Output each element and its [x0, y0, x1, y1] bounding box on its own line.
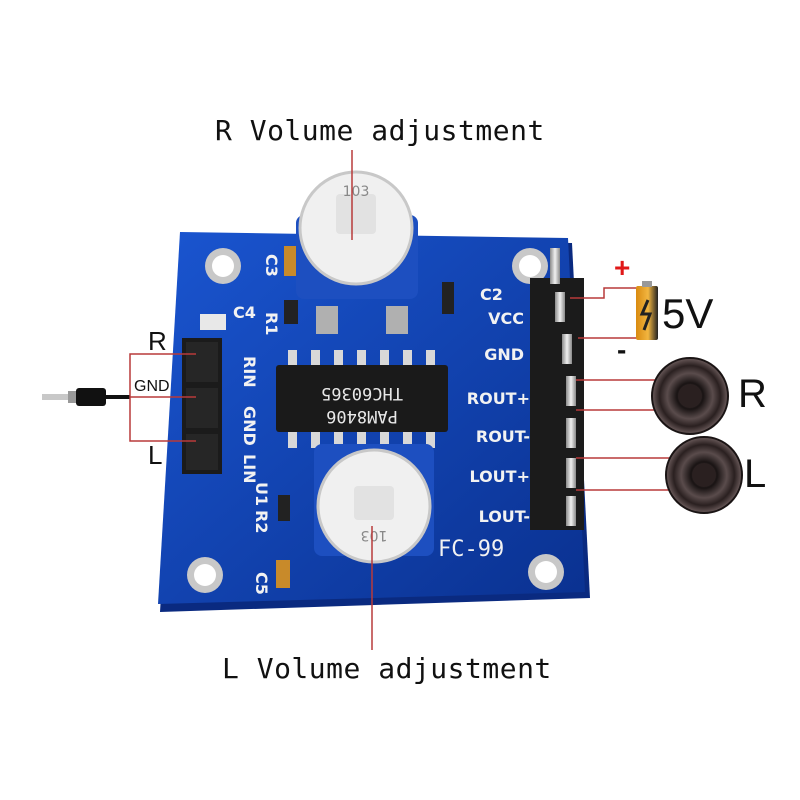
input-header — [182, 314, 226, 474]
jack-label-l: L — [148, 440, 163, 470]
pin-gnd-left: GND — [240, 406, 259, 446]
speaker-right — [651, 357, 729, 435]
pin-lout-minus: LOUT- — [479, 507, 530, 526]
battery-voltage: 5V — [662, 290, 714, 337]
audio-jack — [42, 388, 130, 406]
l-volume-callout: L Volume adjustment — [222, 652, 552, 685]
label-c4: C4 — [233, 303, 256, 322]
label-u1: U1 — [252, 482, 271, 506]
pin-lin: LIN — [240, 454, 259, 484]
label-r2: R2 — [252, 510, 271, 533]
pin-rout-minus: ROUT- — [476, 427, 530, 446]
potentiometer-r: 103 — [296, 170, 418, 299]
pin-vcc: VCC — [488, 309, 524, 328]
pot-l-code: 103 — [361, 527, 388, 543]
output-header — [530, 248, 584, 530]
jack-label-r: R — [148, 326, 167, 356]
pin-lout-plus: LOUT+ — [469, 467, 530, 486]
jack-label-gnd: GND — [134, 378, 170, 395]
board-model: FC-99 — [438, 537, 504, 562]
jack-wires — [129, 353, 196, 442]
callout-lines — [351, 150, 373, 650]
battery — [636, 281, 658, 340]
smd-components — [276, 246, 454, 588]
chip-line-2: THC60365 — [321, 383, 403, 403]
power-wires — [570, 287, 636, 339]
label-c5: C5 — [252, 572, 271, 595]
label-r1: R1 — [262, 312, 281, 335]
speaker-label-l: L — [744, 452, 767, 496]
chip-line-1: PAM8406 — [326, 406, 398, 426]
speaker-left — [665, 436, 743, 514]
amplifier-chip: PAM8406 THC60365 — [276, 350, 448, 448]
potentiometer-l: 103 — [314, 444, 434, 564]
pin-rin: RIN — [240, 356, 259, 388]
speaker-label-r: R — [738, 372, 767, 416]
battery-minus: - — [617, 334, 627, 365]
pot-r-code: 103 — [343, 184, 370, 200]
pin-rout-plus: ROUT+ — [467, 389, 530, 408]
battery-plus: + — [614, 252, 631, 283]
label-c3: C3 — [262, 254, 281, 277]
pin-gnd-right: GND — [484, 345, 524, 364]
r-volume-callout: R Volume adjustment — [215, 114, 545, 147]
mounting-holes — [187, 248, 564, 593]
label-c2: C2 — [480, 285, 503, 304]
